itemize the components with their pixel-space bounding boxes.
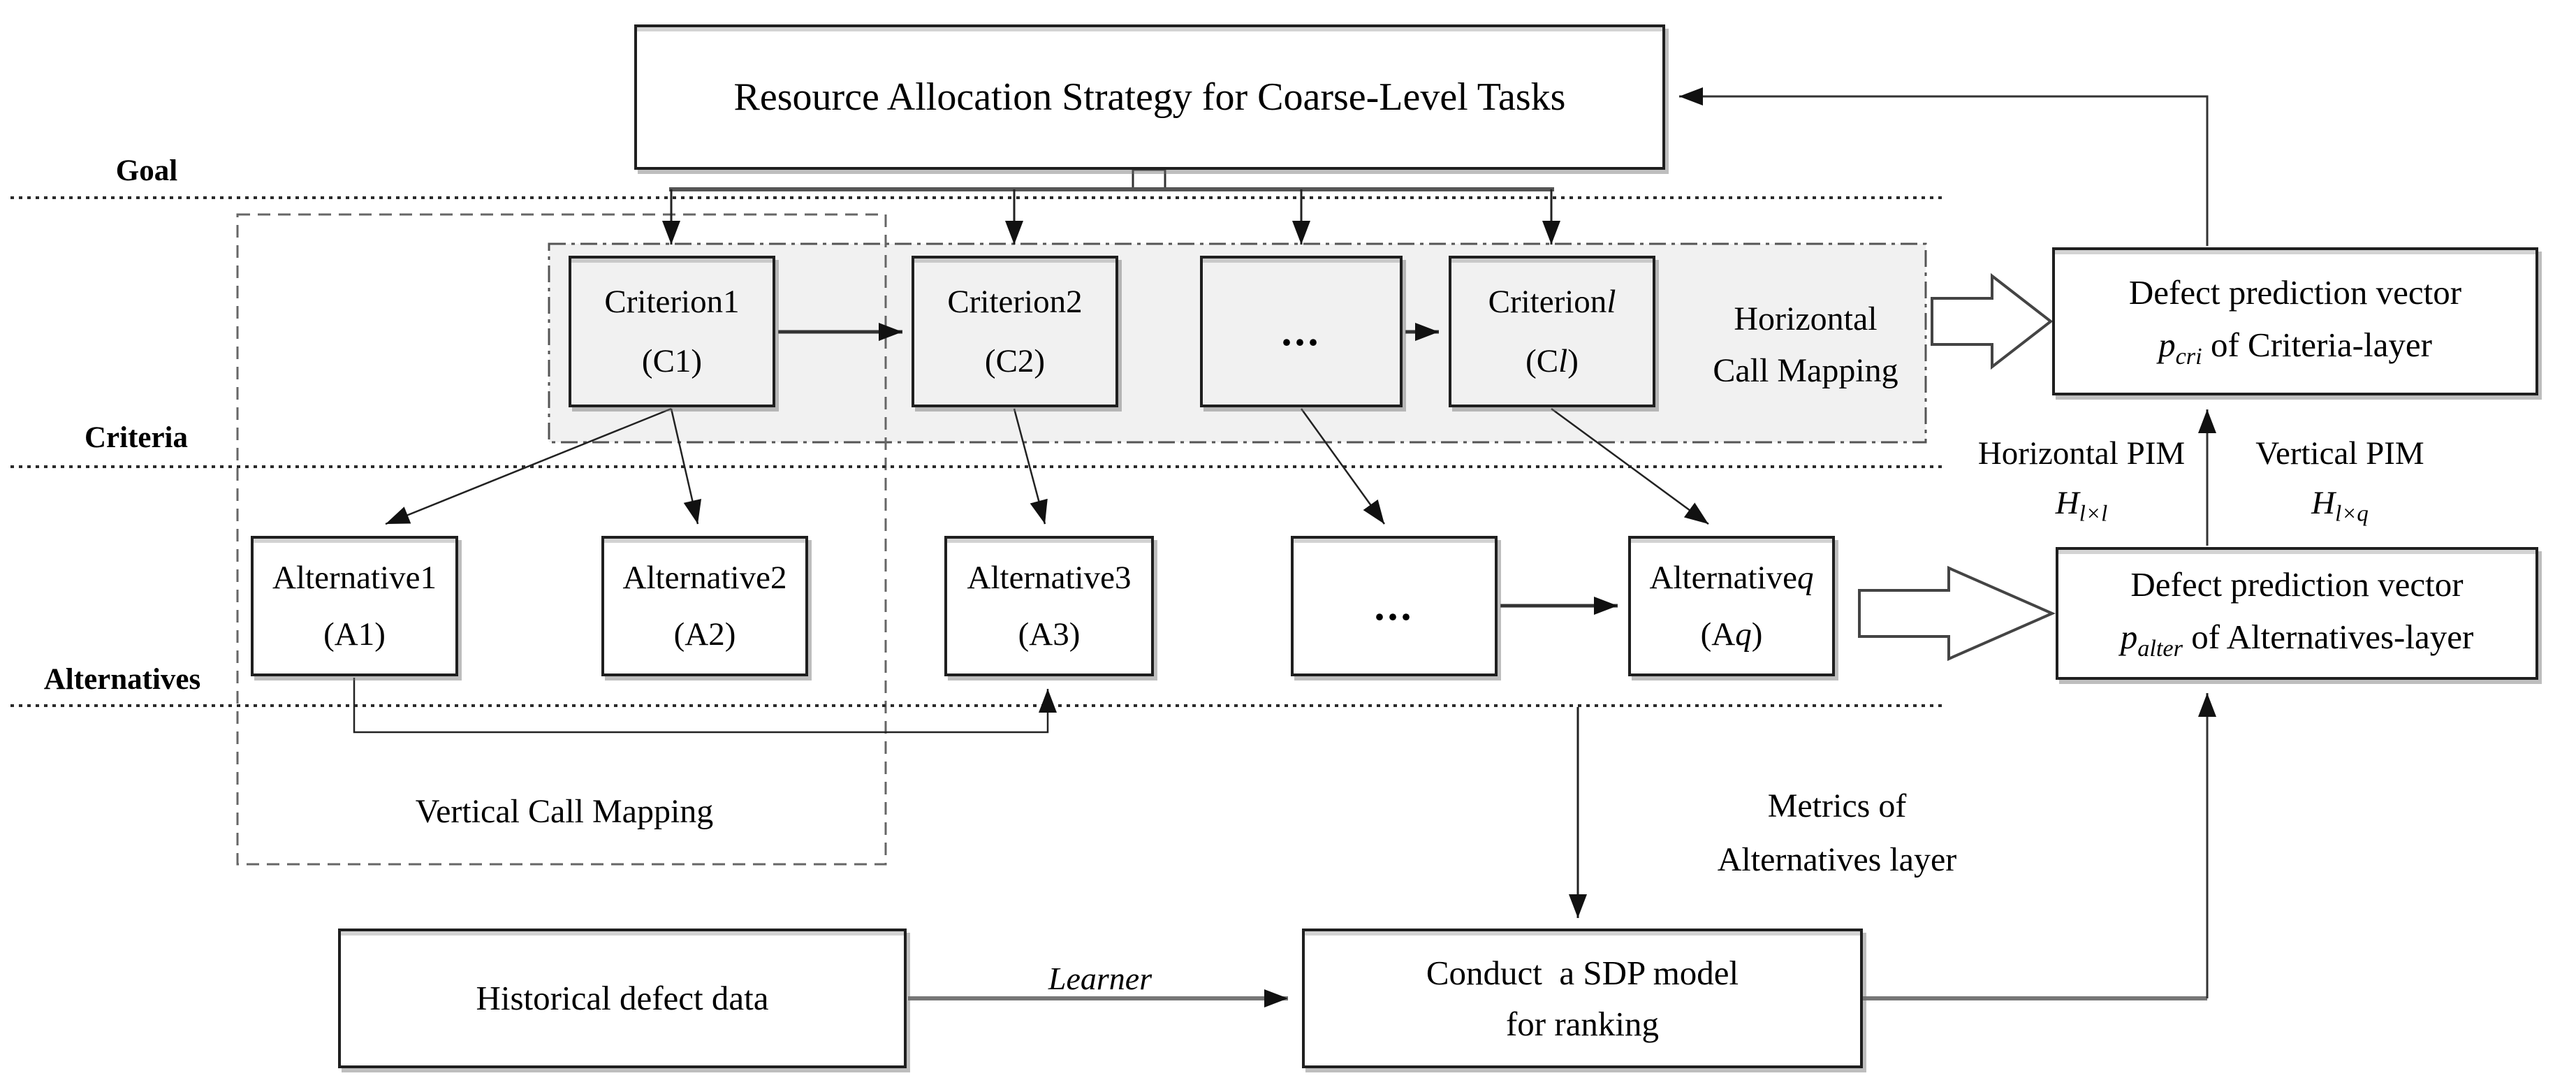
vertical-call-mapping-arrow — [353, 678, 1057, 734]
pcri-vector-line2: pcri of Criteria-layer — [2158, 326, 2432, 370]
alternatives-ellipsis: ... — [1374, 583, 1414, 629]
pcri-to-goal-arrow — [1679, 87, 2209, 246]
criterion-2-name: Criterion2 — [947, 283, 1083, 320]
alternative-1-name: Alternative1 — [272, 559, 437, 596]
vertical-pim-title: Vertical PIM — [2255, 435, 2424, 472]
criterion-2-box: Criterion2 (C2) — [912, 256, 1118, 407]
alternative-3-code: (A3) — [1018, 616, 1081, 653]
criteria-ellipsis-box: ... — [1200, 256, 1403, 407]
horizontal-call-arrows — [778, 323, 1618, 615]
criterion-l-name: Criterionl — [1488, 283, 1616, 320]
criteria-ellipsis: ... — [1281, 308, 1322, 354]
horizontal-pim-label: Horizontal PIM Hl×l — [1956, 429, 2207, 531]
goal-box-label: Resource Allocation Strategy for Coarse-… — [733, 75, 1566, 119]
horizontal-call-mapping-line2: Call Mapping — [1713, 352, 1898, 390]
criterion-1-box: Criterion1 (C1) — [569, 256, 775, 407]
horizontal-call-mapping-label: Horizontal Call Mapping — [1676, 293, 1935, 398]
criterion-1-name: Criterion1 — [604, 283, 740, 320]
vertical-pim-formula: Hl×q — [2311, 484, 2369, 526]
horizontal-pim-title: Horizontal PIM — [1977, 435, 2186, 472]
historical-defect-data-label: Historical defect data — [476, 979, 769, 1018]
alternative-3-box: Alternative3 (A3) — [944, 536, 1154, 676]
alternative-2-name: Alternative2 — [622, 559, 787, 596]
layer-label-goal: Goal — [115, 154, 178, 187]
metrics-label: Metrics of Alternatives layer — [1627, 780, 2047, 887]
goal-connector-stub — [1132, 168, 1166, 190]
learner-label: Learner — [1048, 961, 1152, 996]
vertical-pim-label: Vertical PIM Hl×q — [2221, 429, 2459, 531]
alternative-q-name: Alternativeq — [1649, 559, 1814, 596]
layer-label-alternatives: Alternatives — [43, 663, 201, 696]
metrics-label-line1: Metrics of — [1767, 787, 1907, 824]
palter-vector-line1: Defect prediction vector — [2130, 565, 2464, 604]
goal-box: Resource Allocation Strategy for Coarse-… — [634, 24, 1665, 170]
alternatives-to-palter-block-arrow — [1858, 565, 2056, 662]
goal-to-criteria-arrows — [662, 189, 1560, 245]
sdp-model-box: Conduct a SDP model for ranking — [1302, 929, 1863, 1068]
alternative-q-code: (Aq) — [1700, 616, 1763, 653]
vertical-call-mapping-label: Vertical Call Mapping — [415, 793, 714, 830]
metrics-label-line2: Alternatives layer — [1717, 840, 1957, 878]
alternative-q-box: Alternativeq (Aq) — [1628, 536, 1835, 676]
criterion-2-code: (C2) — [984, 342, 1046, 379]
criteria-to-pcri-block-arrow — [1931, 272, 2054, 370]
historical-defect-data-box: Historical defect data — [338, 929, 907, 1068]
alternative-1-code: (A1) — [323, 616, 386, 653]
criterion-1-code: (C1) — [641, 342, 703, 379]
palter-vector-line2: palter of Alternatives-layer — [2120, 618, 2474, 662]
sdp-model-line1: Conduct a SDP model — [1426, 953, 1739, 992]
horizontal-call-mapping-line1: Horizontal — [1734, 300, 1878, 337]
horizontal-pim-formula: Hl×l — [2055, 484, 2108, 526]
alternative-2-code: (A2) — [673, 616, 736, 653]
palter-vector-box: Defect prediction vector palter of Alter… — [2056, 547, 2538, 680]
criterion-l-box: Criterionl (Cl) — [1449, 256, 1655, 407]
pcri-vector-box: Defect prediction vector pcri of Criteri… — [2052, 247, 2538, 395]
criterion-l-code: (Cl) — [1525, 342, 1579, 379]
alternative-2-box: Alternative2 (A2) — [601, 536, 808, 676]
layer-label-criteria: Criteria — [84, 421, 189, 454]
vertical-call-mapping-region — [236, 213, 887, 866]
alternative-3-name: Alternative3 — [967, 559, 1132, 596]
pcri-vector-line1: Defect prediction vector — [2128, 273, 2462, 312]
criteria-to-alternatives-arrows — [385, 407, 1709, 525]
alternative-1-box: Alternative1 (A1) — [251, 536, 458, 676]
alternatives-ellipsis-box: ... — [1291, 536, 1498, 676]
sdp-model-line2: for ranking — [1505, 1005, 1660, 1043]
